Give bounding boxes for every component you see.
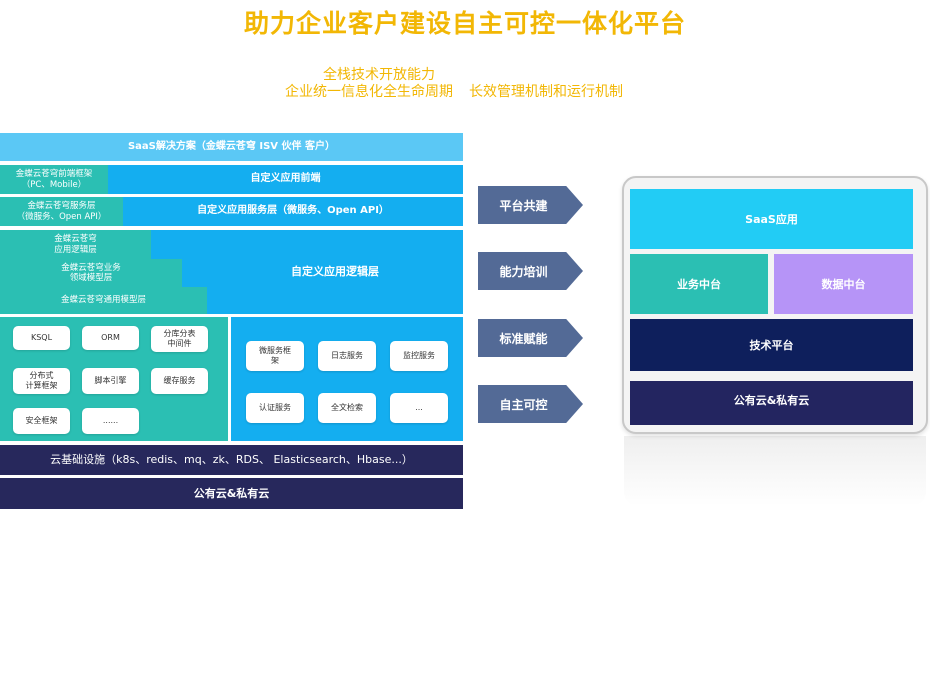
component-distributed-compute: 分布式 计算框架	[13, 368, 70, 394]
arrow-self-controllable: 自主可控	[478, 385, 583, 423]
subtitle-line-2: 企业统一信息化全生命周期长效管理机制和运行机制	[285, 81, 623, 101]
domain-model-cell: 金蝶云苍穹业务 领域模型层	[0, 259, 182, 287]
custom-service-cell: 自定义应用服务层（微服务、Open API）	[197, 205, 389, 217]
panel-reflection	[624, 436, 926, 506]
subtitle-mechanism: 长效管理机制和运行机制	[469, 84, 623, 100]
saas-application-box: SaaS应用	[630, 189, 913, 249]
component-orm: ORM	[82, 326, 139, 350]
arrow-capability-training: 能力培训	[478, 252, 583, 290]
arrow-standard-enablement: 标准赋能	[478, 319, 583, 357]
custom-frontend-cell: 自定义应用前端	[250, 173, 321, 185]
component-more-right: ...	[390, 393, 448, 423]
component-cache-service: 缓存服务	[151, 368, 208, 394]
business-center-box: 业务中台	[630, 254, 768, 314]
component-microservice-framework: 微服务框 架	[246, 341, 304, 371]
tech-platform-box: 技术平台	[630, 319, 913, 371]
service-layer-cell: 金蝶云苍穹服务层 （微服务、Open API）	[0, 197, 123, 226]
component-sharding-middleware: 分库分表 中间件	[151, 326, 208, 352]
page-title: 助力企业客户建设自主可控一体化平台	[243, 9, 686, 38]
component-security-framework: 安全框架	[13, 408, 70, 434]
public-private-cloud-bar: 公有云&私有云	[0, 478, 463, 509]
app-logic-cell: 金蝶云苍穹 应用逻辑层	[0, 230, 151, 259]
component-monitor-service: 监控服务	[390, 341, 448, 371]
subtitle-lifecycle: 企业统一信息化全生命周期	[285, 84, 453, 100]
component-script-engine: 脚本引擎	[82, 368, 139, 394]
general-model-cell: 金蝶云苍穹通用模型层	[0, 287, 207, 314]
frontend-framework-cell: 金蝶云苍穹前端框架 （PC、Mobile）	[0, 165, 108, 194]
cloud-infrastructure-bar: 云基础设施（k8s、redis、mq、zk、RDS、 Elasticsearch…	[0, 445, 463, 475]
custom-logic-cell: 自定义应用逻辑层	[291, 265, 379, 279]
panel-cloud-box: 公有云&私有云	[630, 381, 913, 425]
saas-solution-bar: SaaS解决方案（金蝶云苍穹 ISV 伙伴 客户）	[0, 133, 463, 161]
subtitle-line-1: 全栈技术开放能力	[323, 67, 435, 83]
arrow-platform-co-build: 平台共建	[478, 186, 583, 224]
component-log-service: 日志服务	[318, 341, 376, 371]
component-auth-service: 认证服务	[246, 393, 304, 423]
data-center-box: 数据中台	[774, 254, 913, 314]
component-fulltext-search: 全文检索	[318, 393, 376, 423]
component-ksql: KSQL	[13, 326, 70, 350]
component-more-left: ......	[82, 408, 139, 434]
